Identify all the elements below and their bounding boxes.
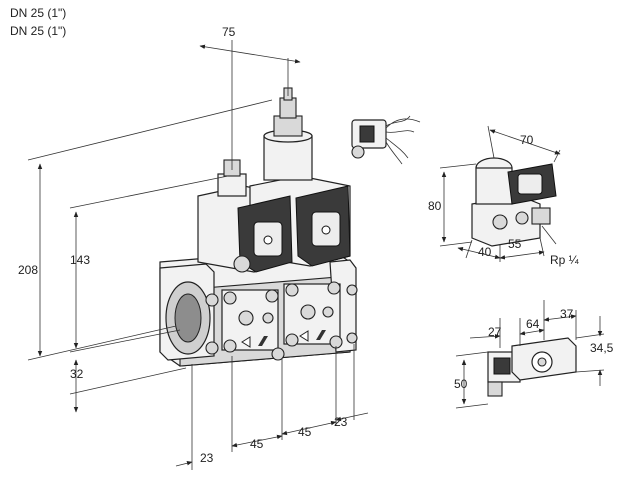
test-nipple-icon [300, 304, 316, 320]
side-coil [475, 167, 513, 205]
bolt-icons [205, 281, 358, 361]
plug-gland-icon [351, 145, 365, 159]
dim-top-width-right: 34,5 [590, 341, 614, 355]
flow-arrow-icon [316, 330, 326, 340]
dim-side-width: 70 [520, 133, 534, 147]
top-view-assembly [487, 337, 577, 397]
plug-socket [359, 125, 375, 143]
test-nipple-icon [238, 310, 254, 326]
dim-right-offset: 23 [334, 415, 348, 429]
flow-arrow-icon [258, 336, 268, 346]
dim-side-height: 80 [428, 199, 442, 213]
screw-icon [263, 235, 273, 245]
main-valve-assembly [159, 87, 358, 367]
dim-side-depth-b: 55 [508, 237, 522, 251]
wire-leads [385, 115, 421, 165]
top-coil-hub [537, 357, 547, 367]
test-nipple-icon [262, 312, 274, 324]
side-port-icon [515, 211, 529, 225]
inlet-port-thread [174, 293, 202, 343]
dim-left-offset: 23 [200, 451, 214, 465]
dim-overall-height: 208 [18, 263, 38, 277]
dim-top-spacing: 75 [222, 25, 236, 39]
side-connector [517, 173, 543, 195]
dim-top-left: 27 [488, 325, 502, 339]
dimension-lines [27, 40, 605, 470]
dim-top-height: 50 [454, 377, 468, 391]
adjuster-body [273, 115, 303, 137]
actuator-right [263, 135, 313, 181]
screw-icon [321, 225, 331, 235]
cable-plug [351, 115, 421, 165]
top-plug-gland [487, 381, 503, 397]
test-nipple-icon [322, 306, 334, 318]
header-line-2: DN 25 (1") [10, 24, 67, 38]
dim-lower-height: 32 [70, 367, 84, 381]
dim-spacing-b: 45 [298, 425, 312, 439]
dim-port-label: Rp ¼ [550, 253, 580, 267]
top-plug-socket [493, 357, 511, 375]
side-port-icon [492, 214, 508, 230]
dim-side-depth-a: 40 [478, 245, 492, 259]
dim-upper-height: 143 [70, 253, 90, 267]
dim-top-middle: 64 [526, 317, 540, 331]
side-port-fitting [531, 207, 551, 225]
dim-spacing-a: 45 [250, 437, 264, 451]
adjuster-cap [279, 97, 297, 119]
header-line-1: DN 25 (1") [10, 6, 67, 20]
side-view-assembly [471, 157, 557, 247]
cable-gland-icon [233, 255, 251, 273]
flow-arrow-icon [299, 330, 309, 342]
flow-arrow-icon [241, 336, 251, 348]
dim-top-right: 37 [560, 307, 574, 321]
